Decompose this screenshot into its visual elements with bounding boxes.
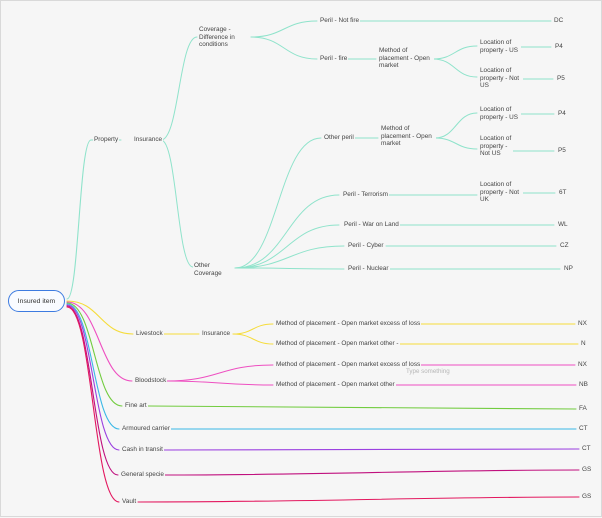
edge-method-loc-not-us-1 [432,58,478,78]
edge-root-cash-in-transit [66,304,120,451]
node-other-coverage[interactable]: Other Coverage [193,262,231,277]
node-property[interactable]: Property [93,136,120,144]
edge-root-general-specie [66,305,119,476]
node-p4-2[interactable]: P4 [557,110,567,118]
node-coverage-difference[interactable]: Coverage - Difference in conditions [198,26,250,49]
node-livestock[interactable]: Livestock [135,330,164,338]
node-gs-2[interactable]: GS [581,493,593,501]
edge-vault-gs [137,496,580,503]
node-peril-terrorism[interactable]: Peril - Terrorism [342,191,389,199]
edge-root-vault [66,306,120,503]
edge-coverage-peril-fire [250,36,318,60]
edge-insurance-method-other [232,333,274,345]
node-insurance-livestock[interactable]: Insurance [201,330,232,338]
node-np[interactable]: NP [563,265,574,273]
node-n[interactable]: N [580,340,587,348]
edge-method-loc-not-us-2 [434,137,478,150]
node-gs-1[interactable]: GS [581,466,593,474]
edge-root-fine-art [66,302,123,407]
edge-other-coverage-war [234,224,340,269]
node-ct-1[interactable]: CT [578,425,589,433]
node-peril-war-on-land[interactable]: Peril - War on Land [343,221,400,229]
node-peril-fire[interactable]: Peril - fire [319,55,349,63]
node-nx-2[interactable]: NX [577,361,588,369]
node-location-not-us-1[interactable]: Location of property - Not US [479,67,523,90]
node-nb[interactable]: NB [578,381,589,389]
node-peril-not-fire[interactable]: Peril - Not fire [319,17,361,25]
node-cz[interactable]: CZ [559,242,570,250]
edge-coverage-peril-not-fire [250,20,318,38]
node-dc[interactable]: DC [553,17,565,25]
edge-root-livestock [66,300,134,335]
node-location-not-uk[interactable]: Location of property - Not UK [479,181,523,204]
edge-method-loc-us-2 [434,112,478,139]
node-ct-2[interactable]: CT [581,445,592,453]
root-node-insured-item[interactable]: Insured item [8,290,65,312]
node-general-specie[interactable]: General specie [120,471,165,479]
root-node-label: Insured item [17,297,56,305]
node-location-us-1[interactable]: Location of property - US [479,39,521,54]
node-method-other-livestock[interactable]: Method of placement - Open market other … [275,340,400,348]
node-p5-2[interactable]: P5 [557,147,567,155]
node-peril-nuclear[interactable]: Peril - Nuclear [347,265,390,273]
node-wl[interactable]: WL [557,221,569,229]
edge-root-bloodstock [66,301,133,382]
edge-bloodstock-method-other [165,380,274,386]
node-method-open-market-2[interactable]: Method of placement - Open market [380,125,436,148]
node-6t[interactable]: 6T [558,189,568,197]
type-something-placeholder[interactable]: Type something [406,368,450,375]
node-method-other-bloodstock[interactable]: Method of placement - Open market other [275,381,396,389]
edge-bloodstock-method-xl [165,364,274,382]
edge-cash-ct [161,448,580,451]
node-p5-1[interactable]: P5 [556,75,566,83]
node-armoured-carrier[interactable]: Armoured carrier [121,425,171,433]
node-fa[interactable]: FA [578,405,588,413]
edge-insurance-method-xl [232,323,274,335]
edge-other-coverage-terrorism [234,194,340,269]
edge-root-property [66,139,92,300]
node-other-peril[interactable]: Other peril [323,134,355,142]
edge-insurance-coverage-diff [160,36,198,141]
edge-other-coverage-other-peril [234,137,322,269]
node-vault[interactable]: Vault [121,498,138,506]
edge-fine-art-fa [147,405,577,410]
node-method-xl-livestock[interactable]: Method of placement - Open market excess… [275,320,422,328]
node-method-open-market-1[interactable]: Method of placement - Open market [378,47,434,70]
edge-general-specie-gs [160,469,580,476]
node-p4-1[interactable]: P4 [554,43,564,51]
edge-other-coverage-cyber [234,245,345,269]
node-fine-art[interactable]: Fine art [124,402,148,410]
node-location-not-us-2[interactable]: Location of property - Not US [479,135,513,158]
node-method-xl-bloodstock[interactable]: Method of placement - Open market excess… [275,361,422,369]
edge-insurance-other-coverage [160,139,194,268]
node-peril-cyber[interactable]: Peril - Cyber [347,242,385,250]
node-bloodstock[interactable]: Bloodstock [134,377,168,385]
edge-root-armoured-carrier [66,303,120,430]
edge-method-loc-us-1 [432,45,478,60]
node-location-us-2[interactable]: Location of property - US [479,106,521,121]
node-cash-in-transit[interactable]: Cash in transit [121,446,164,454]
edge-other-coverage-nuclear [234,267,345,270]
node-insurance-property[interactable]: Insurance [133,136,164,144]
node-nx-1[interactable]: NX [577,320,588,328]
